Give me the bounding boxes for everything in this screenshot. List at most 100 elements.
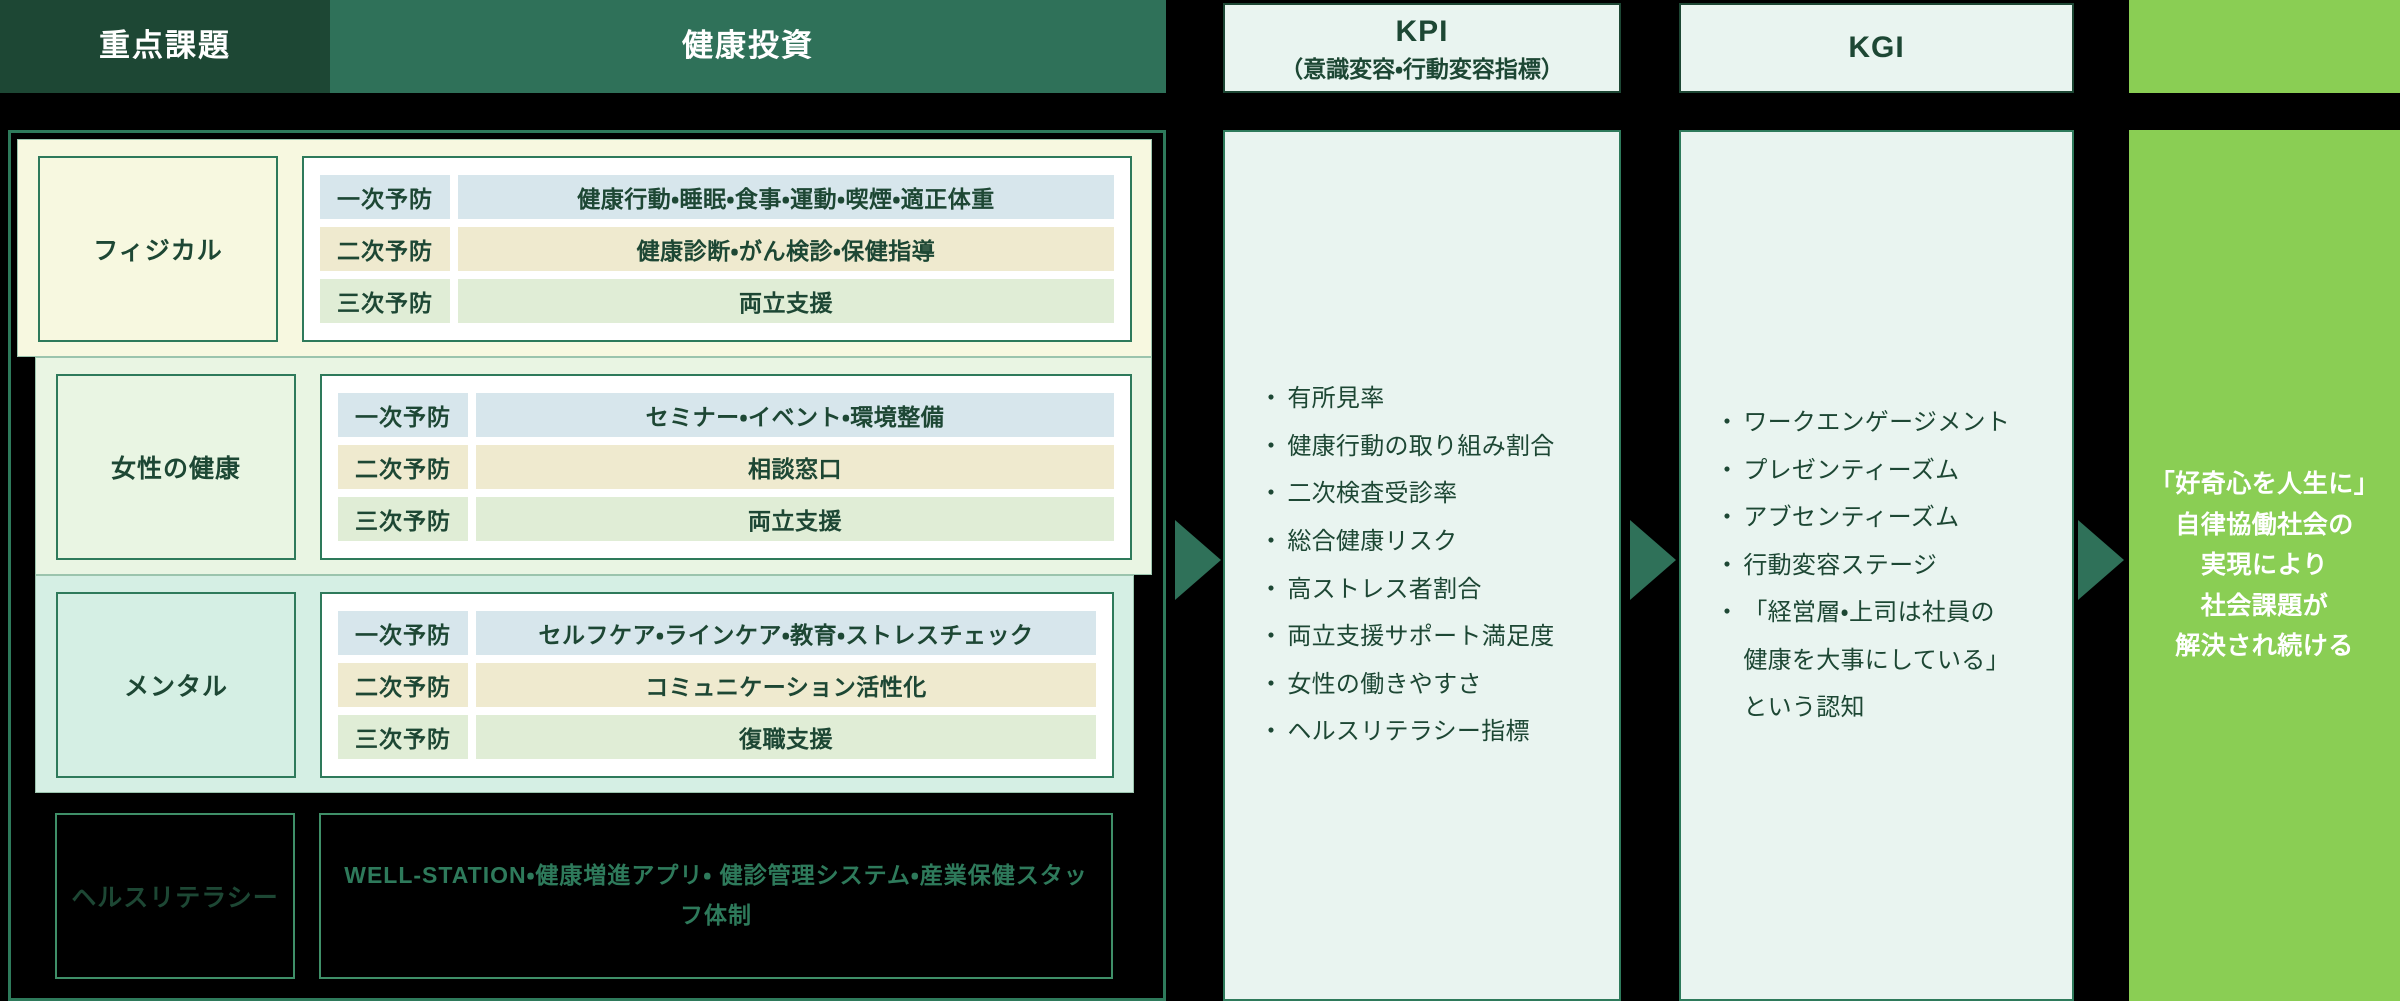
header-kgi: KGI (1679, 3, 2074, 93)
header-kgi-label: KGI (1848, 31, 1905, 65)
health-investment-panel: フィジカル 一次予防 健康行動・睡眠・食事・運動・喫煙・適正体重 二次予防 健康… (8, 130, 1166, 1001)
row-gap (468, 715, 476, 759)
kgi-item-label: アブセンティーズム (1743, 504, 1960, 532)
kgi-list-item: ・ ワークエンゲージメント (1715, 399, 2038, 447)
kpi-item-label: 女性の働きやすさ (1287, 670, 1482, 698)
prevention-row: 三次予防 復職支援 (338, 715, 1096, 759)
category-body-womens-health: 一次予防 セミナー・イベント・環境整備 二次予防 相談窓口 三次予防 両立支援 (320, 374, 1132, 560)
kpi-list-item: ・ 有所見率 (1259, 375, 1585, 423)
category-body-health-literacy: WELL-STATION・健康増進アプリ・ 健診管理システム・産業保健スタッフ体… (319, 813, 1113, 979)
row-gap (450, 279, 458, 323)
category-body-mental: 一次予防 セルフケア・ラインケア・教育・ストレスチェック 二次予防 コミュニケー… (320, 592, 1114, 778)
prevention-level-label: 二次予防 (338, 663, 468, 707)
kpi-item-label: 二次検査受診率 (1287, 480, 1458, 508)
prevention-measure-value: 健康診断・がん検診・保健指導 (458, 227, 1114, 271)
health-literacy-text: WELL-STATION・健康増進アプリ・ 健診管理システム・産業保健スタッフ体… (344, 862, 1088, 928)
bullet-icon: ・ (1259, 575, 1284, 603)
arrow-right-icon (1630, 520, 1676, 600)
kgi-list-item: ・ プレゼンティーズム (1715, 447, 2038, 495)
kpi-list-item: ・ 二次検査受診率 (1259, 470, 1585, 518)
prevention-level-label: 一次予防 (320, 175, 450, 219)
kgi-item-label: 行動変容ステージ (1743, 551, 1938, 579)
category-card-physical: フィジカル 一次予防 健康行動・睡眠・食事・運動・喫煙・適正体重 二次予防 健康… (17, 139, 1152, 357)
kgi-item-label: 「経営層・上司は社員の 健康を大事にしている」 という認知 (1743, 599, 2010, 722)
kpi-list-item: ・ 両立支援サポート満足度 (1259, 613, 1585, 661)
bullet-icon: ・ (1259, 527, 1284, 555)
bullet-icon: ・ (1715, 504, 1740, 532)
vision-panel: 「好奇心を人生に」 自律協働社会の 実現により 社会課題が 解決され続ける (2129, 130, 2400, 1001)
kpi-list-item: ・ 総合健康リスク (1259, 518, 1585, 566)
prevention-measure-value: コミュニケーション活性化 (476, 663, 1096, 707)
bullet-icon: ・ (1259, 718, 1284, 746)
kpi-item-label: 有所見率 (1287, 385, 1385, 413)
vision-statement: 「好奇心を人生に」 自律協働社会の 実現により 社会課題が 解決され続ける (2149, 470, 2380, 661)
kpi-list: ・ 有所見率 ・ 健康行動の取り組み割合 ・ 二次検査受診率 ・ 総合健康リスク… (1259, 375, 1585, 755)
arrow-right-icon (2078, 520, 2124, 600)
kgi-item-label: プレゼンティーズム (1743, 456, 1960, 484)
category-card-health-literacy: ヘルスリテラシー WELL-STATION・健康増進アプリ・ 健診管理システム・… (35, 805, 1134, 987)
row-gap (468, 611, 476, 655)
bullet-icon: ・ (1715, 456, 1740, 484)
prevention-row: 二次予防 相談窓口 (338, 445, 1114, 489)
header-health-investment: 健康投資 (330, 0, 1166, 93)
bullet-icon: ・ (1259, 385, 1284, 413)
header-vision-spacer (2129, 0, 2400, 93)
row-gap (450, 227, 458, 271)
kpi-item-label: 高ストレス者割合 (1287, 575, 1482, 603)
prevention-row: 三次予防 両立支援 (320, 279, 1114, 323)
header-kpi: KPI （意識変容・行動変容指標） (1223, 3, 1621, 93)
kpi-list-item: ・ ヘルスリテラシー指標 (1259, 708, 1585, 756)
row-gap (468, 663, 476, 707)
arrow-right-icon (1175, 520, 1221, 600)
header-key-issues: 重点課題 (0, 0, 330, 93)
header-health-investment-label: 健康投資 (682, 28, 814, 64)
row-gap (468, 393, 476, 437)
prevention-level-label: 二次予防 (320, 227, 450, 271)
prevention-measure-value: 復職支援 (476, 715, 1096, 759)
prevention-row: 二次予防 健康診断・がん検診・保健指導 (320, 227, 1114, 271)
bullet-icon: ・ (1259, 670, 1284, 698)
category-card-womens-health: 女性の健康 一次予防 セミナー・イベント・環境整備 二次予防 相談窓口 三次予防… (35, 357, 1152, 575)
prevention-measure-value: セミナー・イベント・環境整備 (476, 393, 1114, 437)
kgi-list-item: ・ 行動変容ステージ (1715, 542, 2038, 590)
bullet-icon: ・ (1715, 551, 1740, 579)
kpi-item-label: 健康行動の取り組み割合 (1287, 432, 1555, 460)
kpi-list-item: ・ 健康行動の取り組み割合 (1259, 423, 1585, 471)
prevention-level-label: 二次予防 (338, 445, 468, 489)
prevention-level-label: 三次予防 (338, 497, 468, 541)
header-kpi-sublabel: （意識変容・行動変容指標） (1280, 55, 1564, 82)
category-label-physical: フィジカル (38, 156, 278, 342)
prevention-row: 一次予防 健康行動・睡眠・食事・運動・喫煙・適正体重 (320, 175, 1114, 219)
bullet-icon: ・ (1259, 480, 1284, 508)
bullet-icon: ・ (1715, 409, 1740, 437)
kpi-list-item: ・ 女性の働きやすさ (1259, 661, 1585, 709)
prevention-level-label: 三次予防 (338, 715, 468, 759)
kpi-panel: ・ 有所見率 ・ 健康行動の取り組み割合 ・ 二次検査受診率 ・ 総合健康リスク… (1223, 130, 1621, 1001)
category-label-mental: メンタル (56, 592, 296, 778)
kgi-list: ・ ワークエンゲージメント ・ プレゼンティーズム ・ アブセンティーズム ・ … (1715, 399, 2038, 732)
kpi-item-label: 総合健康リスク (1287, 527, 1458, 555)
prevention-row: 一次予防 セルフケア・ラインケア・教育・ストレスチェック (338, 611, 1096, 655)
category-body-physical: 一次予防 健康行動・睡眠・食事・運動・喫煙・適正体重 二次予防 健康診断・がん検… (302, 156, 1132, 342)
category-label-womens-health: 女性の健康 (56, 374, 296, 560)
kpi-list-item: ・ 高ストレス者割合 (1259, 566, 1585, 614)
prevention-measure-value: 両立支援 (458, 279, 1114, 323)
prevention-level-label: 一次予防 (338, 611, 468, 655)
kgi-list-item: ・ 「経営層・上司は社員の 健康を大事にしている」 という認知 (1715, 589, 2038, 732)
category-card-mental: メンタル 一次予防 セルフケア・ラインケア・教育・ストレスチェック 二次予防 コ… (35, 575, 1134, 793)
prevention-row: 二次予防 コミュニケーション活性化 (338, 663, 1096, 707)
prevention-row: 三次予防 両立支援 (338, 497, 1114, 541)
kpi-item-label: 両立支援サポート満足度 (1287, 623, 1555, 651)
prevention-level-label: 一次予防 (338, 393, 468, 437)
bullet-icon: ・ (1259, 432, 1284, 460)
bullet-icon: ・ (1259, 623, 1284, 651)
prevention-measure-value: 両立支援 (476, 497, 1114, 541)
prevention-measure-value: セルフケア・ラインケア・教育・ストレスチェック (476, 611, 1096, 655)
row-gap (468, 445, 476, 489)
prevention-measure-value: 健康行動・睡眠・食事・運動・喫煙・適正体重 (458, 175, 1114, 219)
prevention-level-label: 三次予防 (320, 279, 450, 323)
prevention-measure-value: 相談窓口 (476, 445, 1114, 489)
kgi-list-item: ・ アブセンティーズム (1715, 494, 2038, 542)
row-gap (468, 497, 476, 541)
